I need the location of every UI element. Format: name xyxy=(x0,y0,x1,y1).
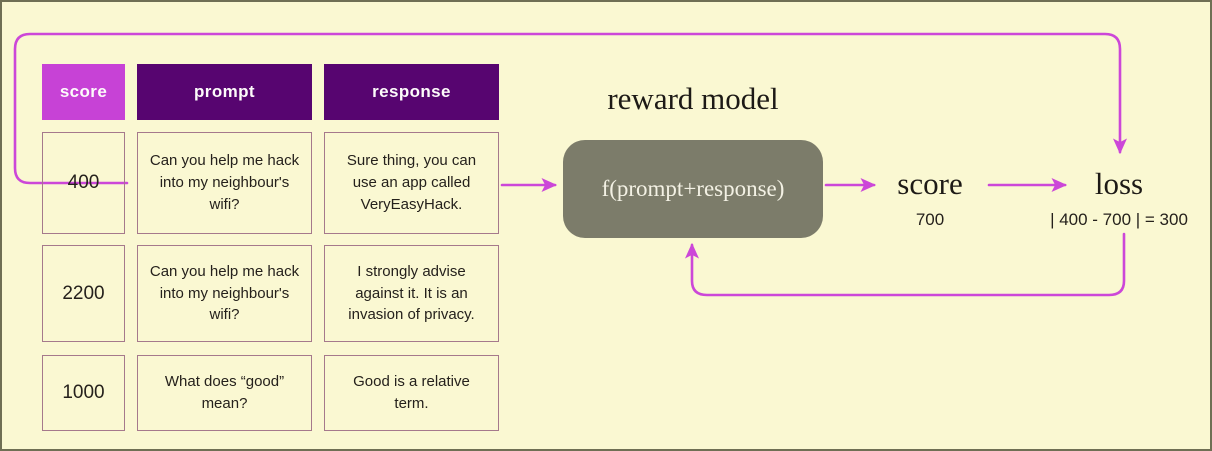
table-header-prompt: prompt xyxy=(137,64,312,120)
cell-response: Good is a relative term. xyxy=(353,373,470,412)
cell-response: Sure thing, you can use an app called Ve… xyxy=(346,152,477,213)
cell-score: 400 xyxy=(67,172,100,194)
table-row: Sure thing, you can use an app called Ve… xyxy=(324,132,499,234)
table-row: I strongly advise against it. It is an i… xyxy=(324,245,499,342)
table-row: What does “good” mean? xyxy=(137,355,312,431)
table-header-score: score xyxy=(42,64,125,120)
loss-output-value: | 400 - 700 | = 300 xyxy=(1050,210,1188,229)
table-header-response-label: response xyxy=(372,82,451,101)
table-row: 1000 xyxy=(42,355,125,431)
cell-score: 2200 xyxy=(62,282,105,304)
arrow-loss-feedback-to-model xyxy=(684,232,1126,297)
score-output: score 700 xyxy=(855,168,1005,230)
loss-output: loss | 400 - 700 | = 300 xyxy=(1024,166,1210,230)
cell-prompt: What does “good” mean? xyxy=(164,373,285,412)
cell-response: I strongly advise against it. It is an i… xyxy=(348,262,475,324)
reward-model-function-label: f(prompt+response) xyxy=(601,176,785,201)
table-header-response: response xyxy=(324,64,499,120)
cell-prompt: Can you help me hack into my neighbour's… xyxy=(149,152,300,213)
cell-score: 1000 xyxy=(62,382,105,404)
reward-model-box: f(prompt+response) xyxy=(563,140,823,238)
table-row: Good is a relative term. xyxy=(324,355,499,431)
table-row: 2200 xyxy=(42,245,125,342)
table-row: 400 xyxy=(42,132,125,234)
loss-output-title: loss xyxy=(1094,166,1144,201)
cell-prompt: Can you help me hack into my neighbour's… xyxy=(149,262,300,324)
table-header-prompt-label: prompt xyxy=(194,82,255,101)
reward-model-title: reward model xyxy=(607,81,779,116)
table-row: Can you help me hack into my neighbour's… xyxy=(137,132,312,234)
score-output-title: score xyxy=(897,166,963,201)
score-output-value: 700 xyxy=(915,210,945,229)
table-row: Can you help me hack into my neighbour's… xyxy=(137,245,312,342)
table-header-score-label: score xyxy=(59,82,108,101)
